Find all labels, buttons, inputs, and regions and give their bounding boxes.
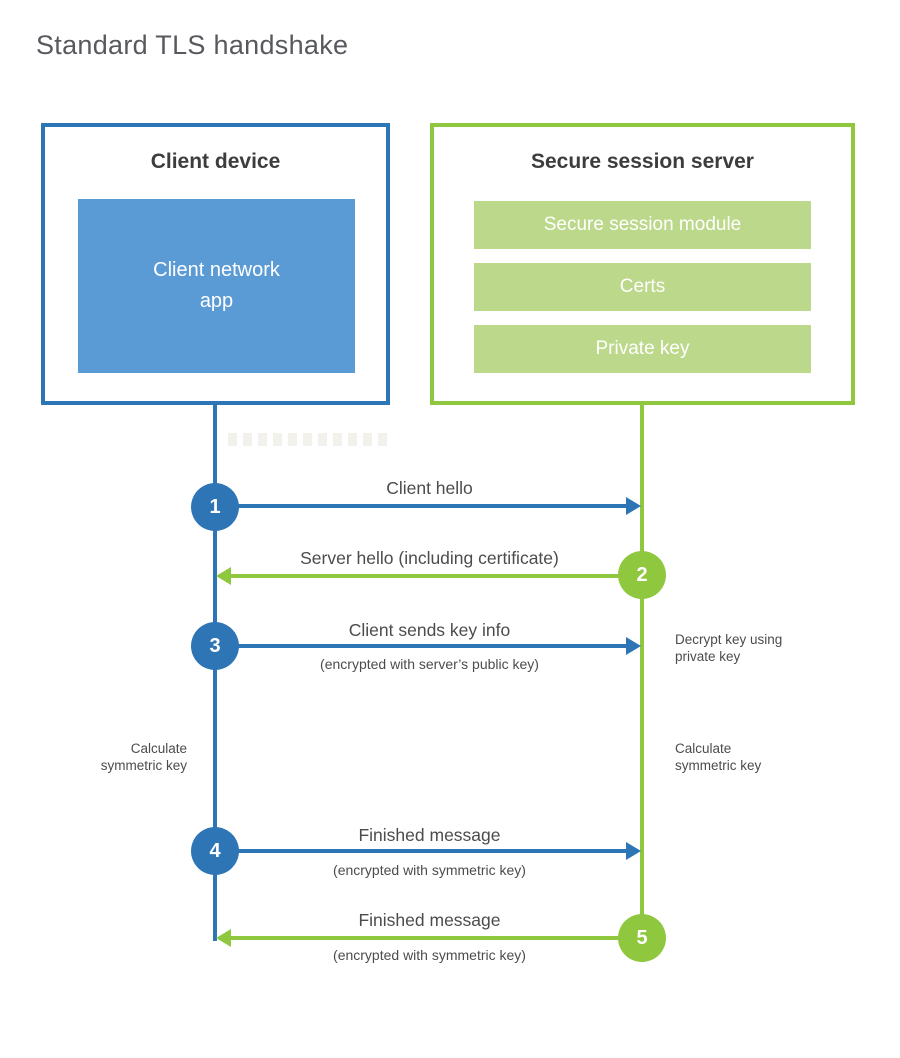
step1-circle: 1 bbox=[191, 483, 239, 531]
step5-label: Finished message bbox=[358, 910, 501, 930]
step3-arrow-line bbox=[238, 644, 628, 648]
secure-session-server-title: Secure session server bbox=[531, 150, 754, 173]
step1-arrow-line bbox=[238, 504, 628, 508]
step2-arrowhead-left-icon bbox=[216, 567, 231, 585]
step2-circle: 2 bbox=[618, 551, 666, 599]
step3-sublabel: (encrypted with server’s public key) bbox=[320, 656, 539, 672]
step2-label: Server hello (including certificate) bbox=[300, 548, 559, 568]
server-module-private-key: Private key bbox=[474, 325, 811, 373]
step4-label: Finished message bbox=[358, 825, 501, 845]
server-lifeline bbox=[640, 405, 644, 938]
page-title: Standard TLS handshake bbox=[36, 30, 349, 60]
step1-label: Client hello bbox=[386, 478, 473, 498]
step5-arrow-line bbox=[230, 936, 618, 940]
step3-label: Client sends key info bbox=[348, 620, 511, 640]
secure-session-server-box: Secure session server Secure session mod… bbox=[430, 123, 855, 405]
step4-sublabel: (encrypted with symmetric key) bbox=[333, 862, 526, 878]
step4-arrow-line bbox=[238, 849, 628, 853]
client-lifeline bbox=[213, 405, 217, 941]
note-calculate-symmetric-key-client: Calculate symmetric key bbox=[100, 741, 187, 773]
step5-arrowhead-left-icon bbox=[216, 929, 231, 947]
step5-circle: 5 bbox=[618, 914, 666, 962]
server-module-secure-session: Secure session module bbox=[474, 201, 811, 249]
client-network-app-rect: Client network app bbox=[78, 199, 355, 373]
server-module-certs: Certs bbox=[474, 263, 811, 311]
step3-arrowhead-right-icon bbox=[626, 637, 641, 655]
step4-circle: 4 bbox=[191, 827, 239, 875]
client-device-title: Client device bbox=[150, 150, 281, 173]
step1-arrowhead-right-icon bbox=[626, 497, 641, 515]
step2-arrow-line bbox=[230, 574, 618, 578]
step5-sublabel: (encrypted with symmetric key) bbox=[333, 947, 526, 963]
client-device-box: Client device Client network app bbox=[41, 123, 390, 405]
step4-arrowhead-right-icon bbox=[626, 842, 641, 860]
note-calculate-symmetric-key-server: Calculate symmetric key bbox=[675, 741, 762, 773]
step3-circle: 3 bbox=[191, 622, 239, 670]
faint-dashed-artifact bbox=[228, 433, 390, 446]
note-decrypt-key: Decrypt key using private key bbox=[675, 632, 783, 664]
